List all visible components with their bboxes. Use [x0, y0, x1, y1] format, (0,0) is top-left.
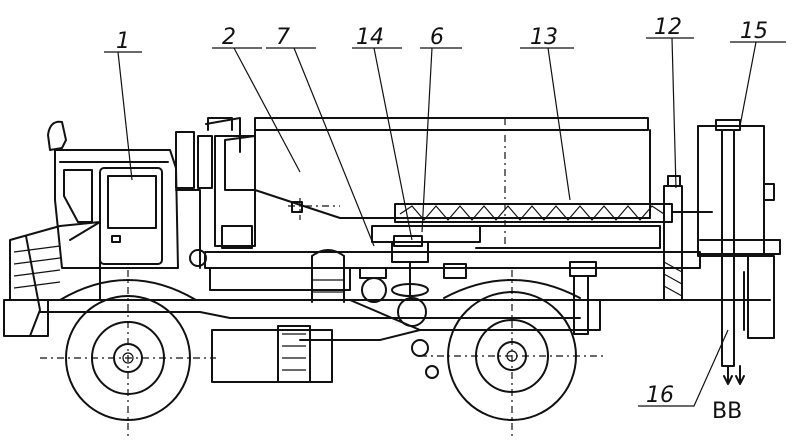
front-wheel: [40, 270, 216, 440]
leader-lines: [104, 37, 786, 407]
tractor-cab: [3, 117, 241, 337]
mixer-box: [288, 198, 661, 327]
label-1: 1: [116, 29, 130, 54]
rear-wheel: [411, 270, 604, 440]
label-7: 7: [276, 25, 290, 50]
rear-spreader: [663, 119, 781, 385]
chassis-frame: [39, 251, 771, 383]
auger-conveyor: [394, 203, 713, 223]
label-13: 13: [530, 25, 558, 50]
label-2: 2: [222, 25, 236, 50]
label-bb: BB: [712, 399, 742, 424]
hopper-body: [207, 117, 651, 249]
label-6: 6: [430, 25, 444, 50]
label-14: 14: [356, 25, 384, 50]
label-12: 12: [654, 15, 682, 40]
label-16: 16: [646, 383, 674, 408]
label-15: 15: [740, 19, 768, 44]
